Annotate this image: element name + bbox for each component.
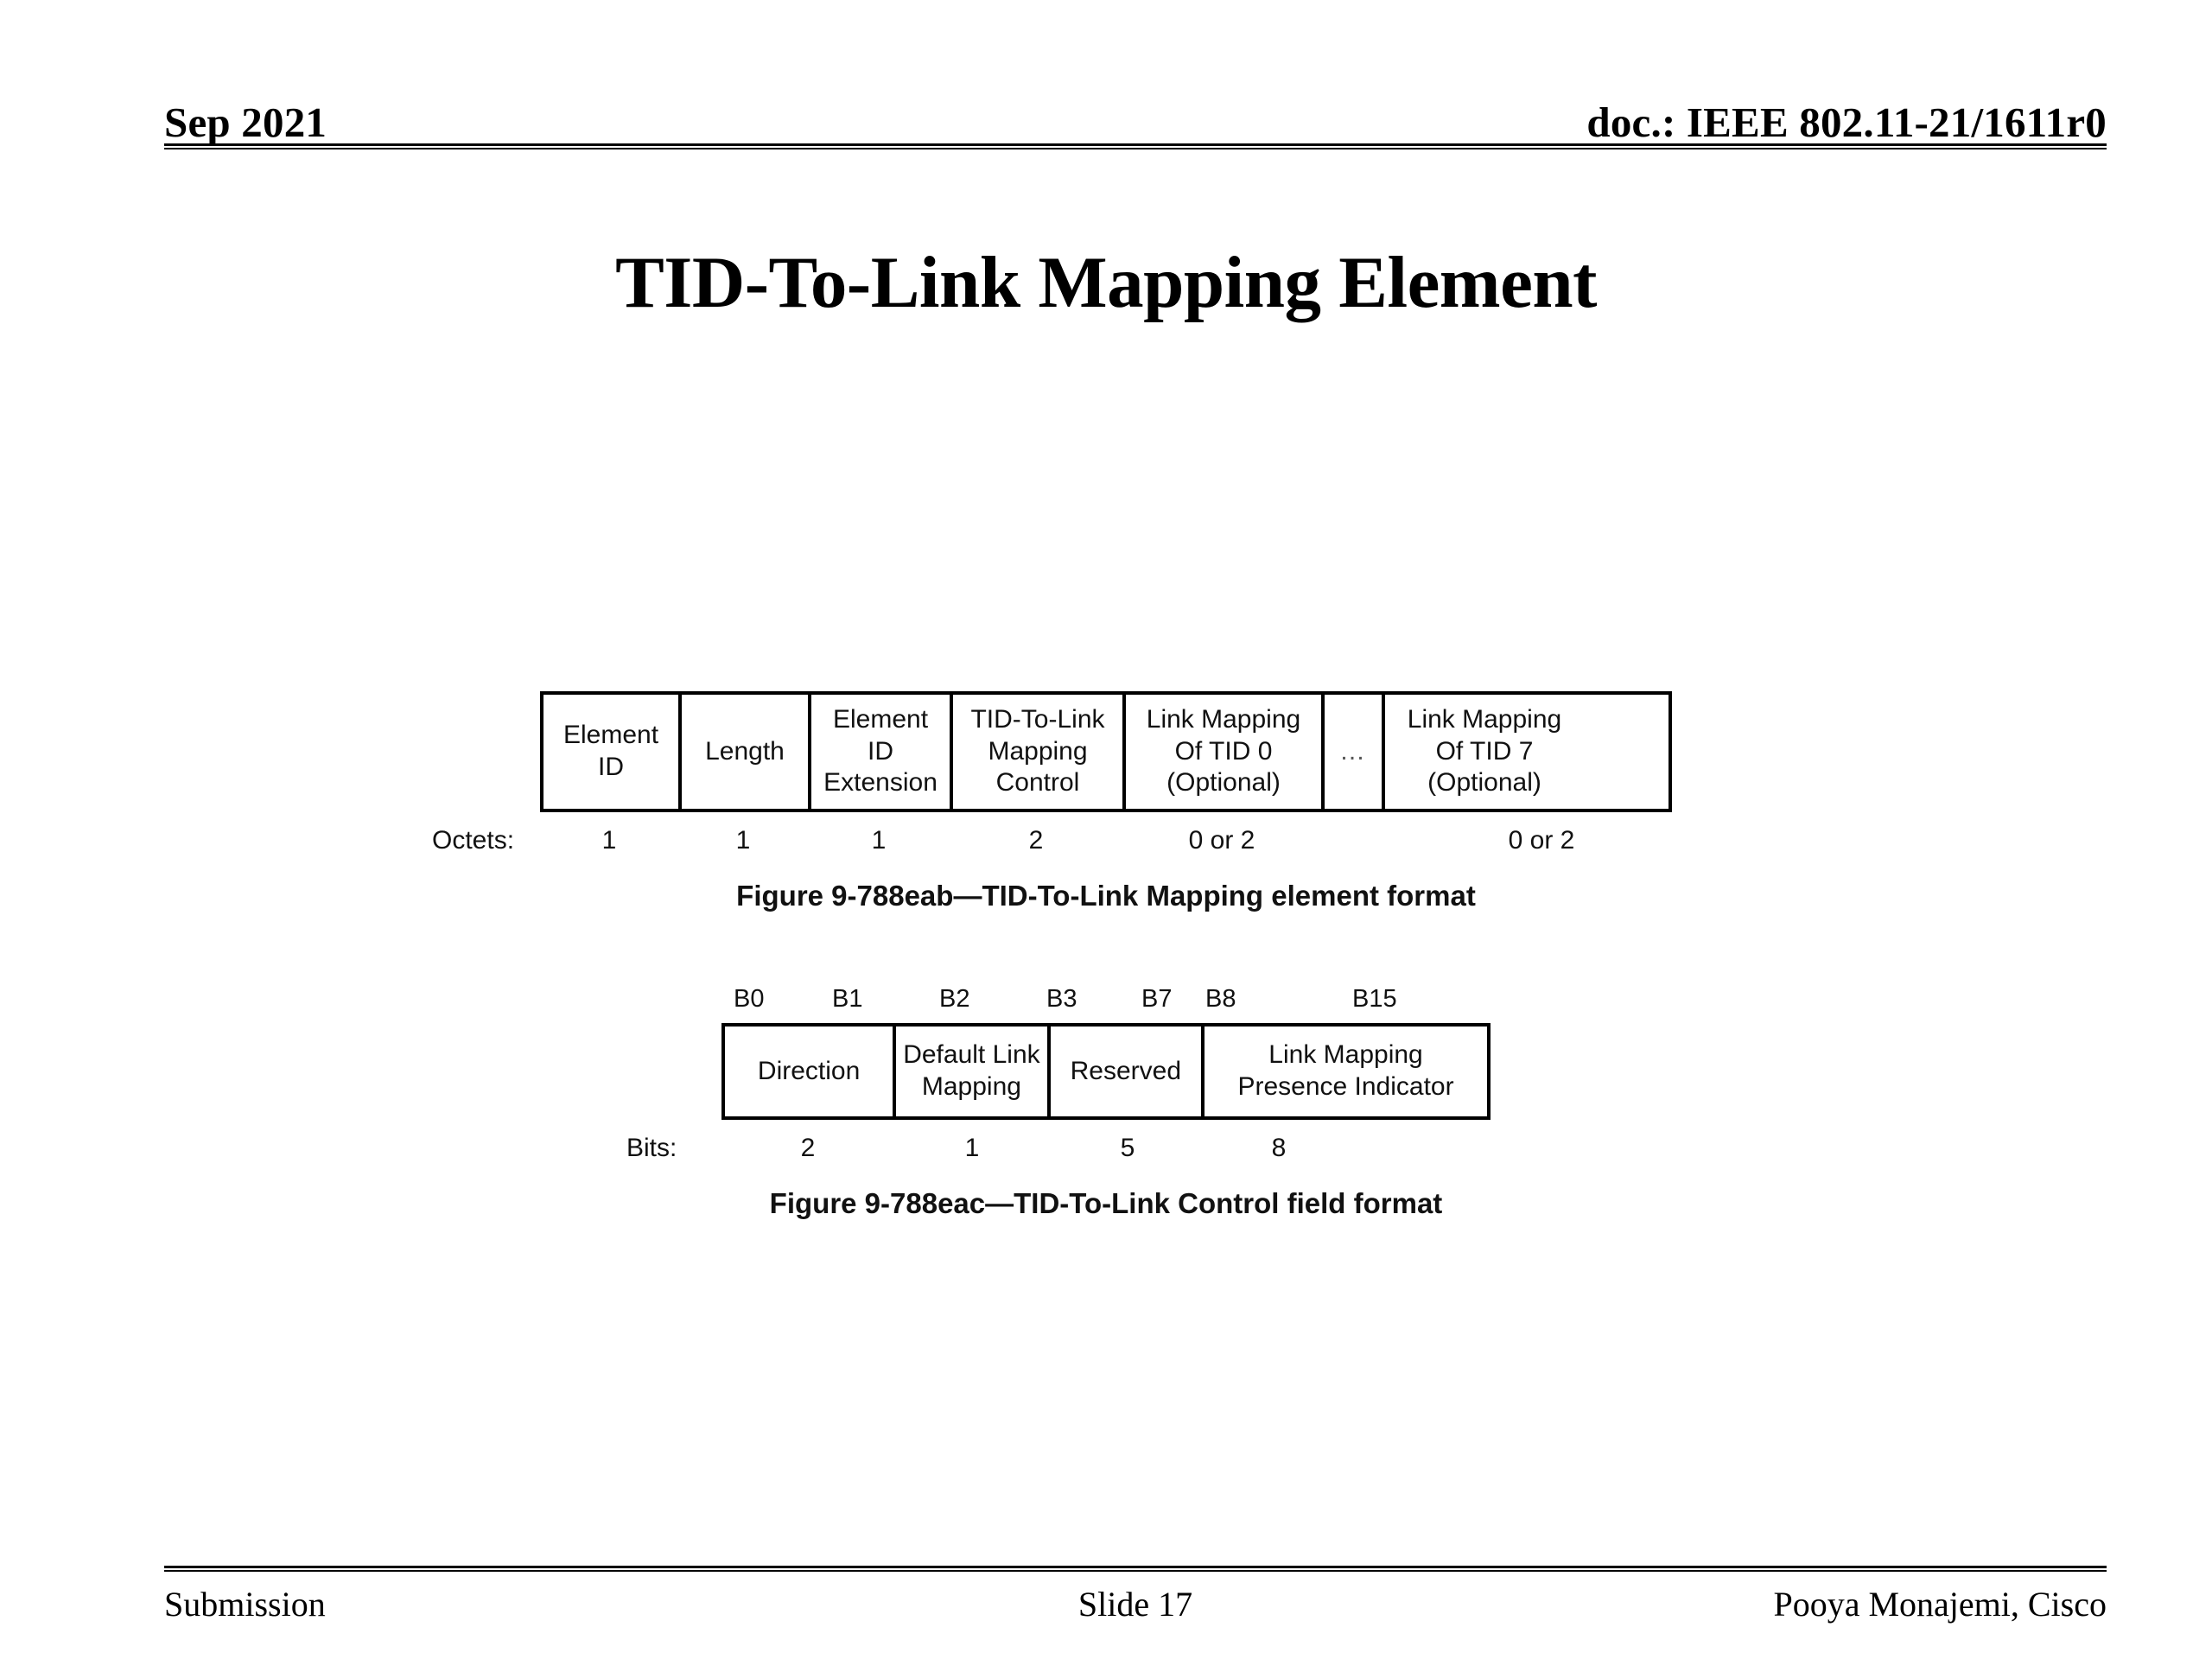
figure-2-inner: B0 B1 B2 B3 B7 B8 B15 Direction Default … [626,985,1491,1220]
bits-label: Bits: [626,1134,677,1162]
slide-header: Sep 2021 doc.: IEEE 802.11-21/1611r0 [164,79,2107,159]
footer-submission-label: Submission [164,1585,326,1624]
header-doc-id: doc.: IEEE 802.11-21/1611r0 [1586,99,2107,146]
footer-author: Pooya Monajemi, Cisco [1773,1585,2107,1624]
octets-value-element-id: 1 [601,826,617,855]
page-title: TID-To-Link Mapping Element [615,242,1597,323]
field-cell-reserved: Reserved [1051,1027,1205,1116]
field-cell-element-id-extension: Element ID Extension [811,695,953,809]
octets-value-link-mapping-tid-0: 0 or 2 [1188,826,1255,855]
octets-value-element-id-extension: 1 [871,826,887,855]
footer-divider [164,1566,2107,1572]
bits-value-reserved: 5 [1120,1134,1135,1162]
bit-label-b0: B0 [734,985,765,1013]
figure-1-caption: Figure 9-788eab—TID-To-Link Mapping elem… [736,880,1476,912]
octets-value-link-mapping-tid-7: 0 or 2 [1508,826,1575,855]
header-date: Sep 2021 [164,99,327,146]
bits-value-link-mapping-presence-indicator: 8 [1271,1134,1287,1162]
field-cell-ellipsis: … [1325,695,1385,809]
field-cell-direction: Direction [725,1027,897,1116]
bits-value-direction: 2 [800,1134,816,1162]
field-cell-length: Length [682,695,811,809]
octets-value-length: 1 [735,826,751,855]
field-cell-link-mapping-tid-7: Link Mapping Of TID 7 (Optional) [1407,705,1562,798]
figure-tid-to-link-control-field: B0 B1 B2 B3 B7 B8 B15 Direction Default … [0,985,2212,1220]
footer-slide-number: Slide 17 [1077,1585,1193,1624]
bit-label-b8: B8 [1205,985,1236,1013]
footer-row: Submission Slide 17 Pooya Monajemi, Cisc… [164,1587,2107,1622]
slide-footer: Submission Slide 17 Pooya Monajemi, Cisc… [164,1566,2107,1622]
bits-value-default-link-mapping: 1 [964,1134,980,1162]
figure-2-bits-row: Bits: 2 1 5 8 [626,1128,1491,1177]
figure-2-bit-labels: B0 B1 B2 B3 B7 B8 B15 [721,985,1491,1023]
figure-1-inner: Element ID Length Element ID Extension T… [432,691,1672,912]
bit-label-b15: B15 [1352,985,1397,1013]
octets-label: Octets: [432,826,515,855]
bit-label-b2: B2 [939,985,970,1013]
bit-label-b3: B3 [1046,985,1077,1013]
field-cell-tid-to-link-mapping-control: TID-To-Link Mapping Control [953,695,1126,809]
figure-tid-to-link-mapping-element: Element ID Length Element ID Extension T… [0,691,2212,912]
figure-1-octets-row: Octets: 1 1 1 2 0 or 2 0 or 2 [432,821,1672,869]
figure-2-caption: Figure 9-788eac—TID-To-Link Control fiel… [769,1187,1443,1219]
bit-label-b1: B1 [832,985,863,1013]
bit-label-b7: B7 [1141,985,1173,1013]
figure-2-field-row: Direction Default Link Mapping Reserved … [721,1023,1491,1120]
field-cell-link-mapping-tid-0: Link Mapping Of TID 0 (Optional) [1126,695,1325,809]
header-divider [164,143,2107,149]
header-row: Sep 2021 doc.: IEEE 802.11-21/1611r0 [164,79,2107,143]
figure-1-field-row: Element ID Length Element ID Extension T… [540,691,1672,812]
field-cell-element-id: Element ID [543,695,682,809]
field-cell-link-mapping-presence-indicator: Link Mapping Presence Indicator [1237,1040,1454,1101]
octets-value-mapping-control: 2 [1028,826,1044,855]
field-cell-default-link-mapping: Default Link Mapping [896,1027,1051,1116]
